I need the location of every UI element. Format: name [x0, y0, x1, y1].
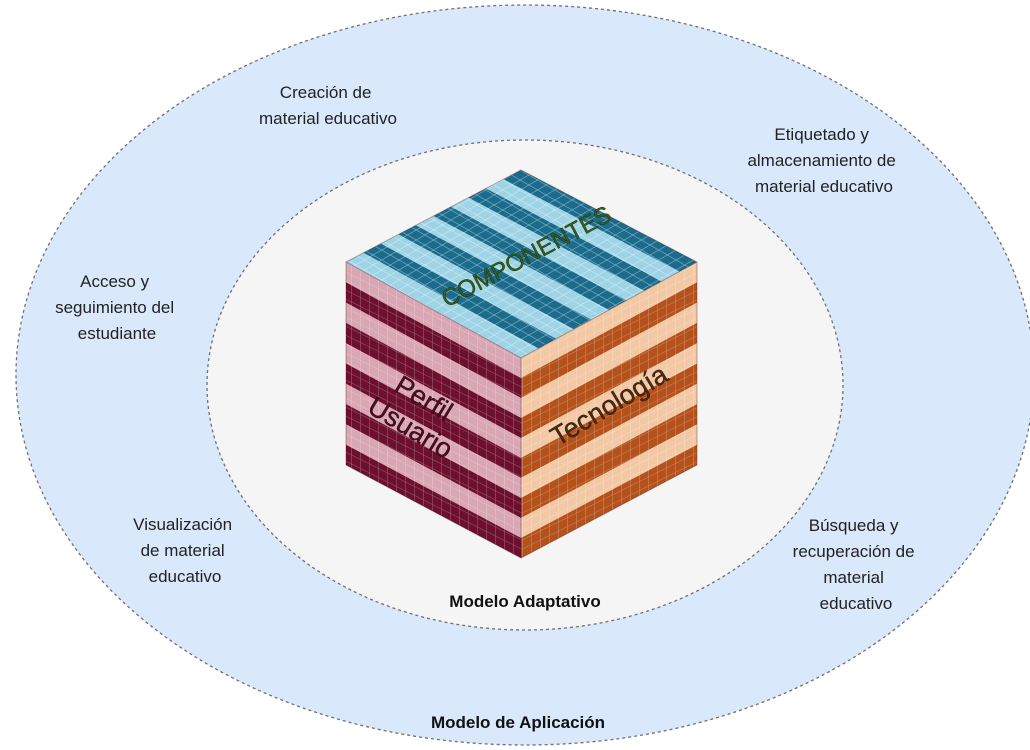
cube-top-face-componentes	[346, 170, 697, 358]
top-grid-overlay	[346, 170, 697, 358]
right-grid-overlay	[521, 262, 697, 558]
adaptive-cube: COMPONENTES Perfil Usuario Tecnología	[345, 169, 698, 559]
outer-item-etiquetado: Etiquetado y almacenamiento de material …	[747, 125, 900, 196]
inner-model-label: Modelo Adaptativo	[449, 592, 600, 611]
left-grid-overlay	[346, 262, 521, 558]
cube-right-face-tecnologia	[521, 262, 697, 558]
cube-left-face-perfil-usuario	[346, 262, 521, 558]
cube-edges	[345, 169, 698, 559]
outer-item-acceso: Acceso y seguimiento del estudiante	[55, 272, 179, 343]
outer-item-creacion: Creación de material educativo	[259, 83, 397, 128]
outer-model-label: Modelo de Aplicación	[431, 713, 605, 732]
outer-item-visualizacion: Visualización de material educativo	[133, 515, 237, 586]
outer-item-busqueda: Búsqueda y recuperación de material educ…	[793, 516, 920, 613]
